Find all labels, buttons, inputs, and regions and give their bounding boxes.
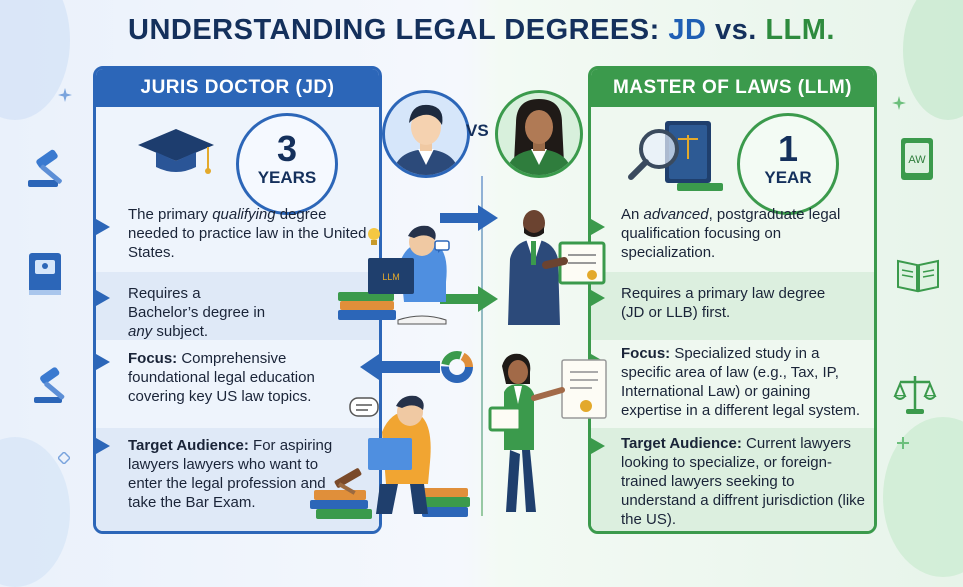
bullet-arrow-icon [96,290,110,306]
llm-point-1: An advanced, postgraduate legal qualific… [591,197,874,272]
bullet-arrow-icon [591,219,605,235]
jd-focus: Focus: Comprehensive foundational legal … [96,340,379,428]
center-divider [481,176,483,516]
diamond-icon [58,452,70,464]
emphasis: any [128,323,153,340]
audience-label: Target Audience: [621,435,742,452]
woman-presenting-illustration [488,353,607,512]
sparkle-icon [58,88,72,102]
llm-panel: MASTER OF LAWS (LLM) 1 YEAR An advanced,… [588,66,877,534]
lawyer-with-certificate-illustration [508,210,606,325]
bullet-arrow-icon [591,290,605,306]
llm-point-2-text: Requires a primary law degree (JD or LLB… [621,285,826,321]
jd-duration-unit: YEARS [257,168,317,187]
speech-bubble-icon [434,240,450,253]
scales-of-justice-icon [893,376,937,414]
pie-connector-icon [441,351,473,383]
arrow-right-icon [440,205,498,231]
jd-panel: JURIS DOCTOR (JD) 3 YEARS The primary qu… [93,66,382,534]
open-book-icon [897,259,939,293]
bullet-arrow-icon [96,219,110,235]
gavel-icon [28,149,62,187]
llm-lawyer-portrait [495,90,583,178]
background-shape [883,417,963,577]
llm-focus: Focus: Specialized study in a specific a… [591,340,874,428]
audience-label: Target Audience: [128,437,249,454]
bullet-arrow-icon [96,438,110,454]
bullet-arrow-icon [591,438,605,454]
llm-header: MASTER OF LAWS (LLM) [591,69,874,107]
jd-point-2-text: Requires a Bachelor’s degree in any subj… [128,285,266,340]
llm-duration-number: 1 [777,128,799,169]
sparkle-icon [892,96,906,110]
student-studying-illustration [310,395,470,519]
page-title: UNDERSTANDING LEGAL DEGREES: JD vs. LLM. [0,14,963,47]
book-badge-text: AW [908,154,926,166]
llm-duration-unit: YEAR [764,168,812,187]
jd-duration-badge: 3 YEARS [236,113,338,215]
jd-point-1: The primary qualifying degree needed to … [96,197,379,272]
jd-point-1-text: The primary qualifying degree needed to … [128,206,367,261]
vs-label: VS [466,121,489,140]
jd-focus-text: Focus: Comprehensive foundational legal … [128,350,315,405]
law-book-icon: AW [901,138,933,180]
emphasis: advanced [643,206,709,223]
llm-focus-text: Focus: Specialized study in a specific a… [621,345,861,419]
jd-audience-text: Target Audience: For aspiring lawyers la… [128,437,333,511]
gavel-icon [34,367,65,403]
title-text: UNDERSTANDING LEGAL DEGREES: [128,14,669,46]
jd-header: JURIS DOCTOR (JD) [96,69,379,107]
law-book-magnifier-icon [628,121,723,191]
plus-icon [897,437,909,449]
emphasis: qualifying [212,206,276,223]
title-vs: vs. [706,14,766,46]
focus-label: Focus: [621,345,671,362]
jd-student-portrait [382,90,470,178]
arrow-right-icon [440,286,498,312]
graduation-cap-icon [138,129,214,174]
llm-point-1-text: An advanced, postgraduate legal qualific… [621,206,841,261]
llm-audience: Target Audience: Current lawyers looking… [591,428,874,531]
student-reading-illustration: LLM [338,225,447,325]
jd-point-2: Requires a Bachelor’s degree in any subj… [96,272,379,340]
jd-duration-number: 3 [276,128,298,169]
man-portrait-icon [393,104,459,175]
focus-label: Focus: [128,350,178,367]
bullet-arrow-icon [96,354,110,370]
woman-portrait-icon [506,99,572,175]
title-llm: LLM. [765,14,835,46]
law-book-icon [29,253,61,295]
llm-duration-badge: 1 YEAR [737,113,839,215]
llm-point-2: Requires a primary law degree (JD or LLB… [591,272,874,340]
book-cover-text: LLM [382,272,400,282]
llm-audience-text: Target Audience: Current lawyers looking… [621,435,866,528]
title-jd: JD [668,14,707,46]
arrow-left-icon [360,352,440,382]
